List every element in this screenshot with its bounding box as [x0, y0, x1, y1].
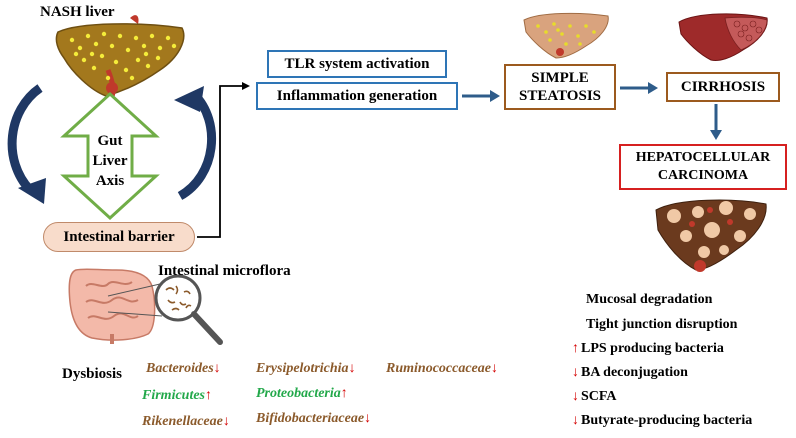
- hcc-liver-icon: [655, 199, 767, 272]
- intestinal-microflora-label: Intestinal microflora: [158, 263, 291, 279]
- dysbiosis-label: Dysbiosis: [62, 366, 123, 382]
- simple-steatosis-box: SIMPLE STEATOSIS: [504, 64, 616, 110]
- cirrhosis-box: CIRRHOSIS: [666, 72, 780, 102]
- hcc-label-line2: CARCINOMA: [657, 168, 749, 183]
- taxon-proteobacteria: Proteobacteria↑: [256, 386, 348, 402]
- steatosis-label-line2: STEATOSIS: [519, 88, 601, 104]
- cirrhosis-liver-icon: [678, 13, 768, 61]
- effect-butyrate-bacteria: ↓Butyrate-producing bacteria: [572, 413, 752, 429]
- hcc-label-line1: HEPATOCELLULAR: [635, 150, 771, 165]
- effect-arrow: ↓: [572, 365, 579, 380]
- effect-arrow: ↓: [572, 389, 579, 404]
- magnifying-glass-icon: [154, 274, 223, 345]
- inflammation-box: Inflammation generation: [256, 82, 458, 110]
- hcc-box: HEPATOCELLULAR CARCINOMA: [619, 144, 787, 190]
- taxon-name: Erysipelotrichia: [256, 361, 349, 376]
- taxon-firmicutes: Firmicutes↑: [142, 388, 212, 404]
- cycle-arrow-left: [7, 84, 46, 204]
- nash-liver-label: NASH liver: [40, 4, 115, 20]
- effect-mucosal-degradation: Mucosal degradation: [584, 292, 712, 308]
- taxon-erysipelotrichia: Erysipelotrichia↓: [256, 361, 356, 377]
- effect-text: LPS producing bacteria: [581, 341, 724, 356]
- effect-text: Butyrate-producing bacteria: [581, 413, 753, 428]
- axis-word-axis: Axis: [95, 173, 125, 189]
- nash-liver-icon: [55, 15, 185, 102]
- intestinal-barrier-pill: Intestinal barrier: [43, 222, 195, 252]
- taxon-name: Rikenellaceae: [142, 414, 223, 429]
- taxon-name: Ruminococcaceae: [386, 361, 491, 376]
- taxon-rikenellaceae: Rikenellaceae↓: [142, 414, 230, 430]
- gut-liver-axis-label: Gut Liver Axis: [90, 131, 130, 191]
- taxon-arrow: ↓: [364, 411, 372, 426]
- effect-ba-deconjugation: ↓BA deconjugation: [572, 365, 688, 381]
- taxon-arrow: ↓: [490, 361, 498, 376]
- tlr-activation-box: TLR system activation: [267, 50, 447, 78]
- taxon-name: Proteobacteria: [256, 386, 341, 401]
- gut-liver-axis-arrow: [60, 91, 160, 221]
- inflammation-label: Inflammation generation: [276, 87, 438, 104]
- taxon-arrow: ↑: [340, 386, 348, 401]
- intestine-icon: [68, 268, 156, 344]
- effect-arrow: ↓: [572, 413, 579, 428]
- effect-text: Mucosal degradation: [586, 292, 713, 307]
- effect-text: BA deconjugation: [581, 365, 688, 380]
- axis-word-gut: Gut: [97, 133, 123, 149]
- taxon-bifidobacteriaceae: Bifidobacteriaceae↓: [256, 411, 371, 427]
- effect-scfa: ↓SCFA: [572, 389, 617, 405]
- taxon-arrow: ↑: [205, 388, 213, 403]
- effect-text: SCFA: [581, 389, 617, 404]
- taxon-name: Firmicutes: [142, 388, 206, 403]
- effect-tight-junction: Tight junction disruption: [584, 317, 737, 333]
- axis-word-liver: Liver: [92, 153, 128, 169]
- effect-arrow: ↑: [572, 341, 579, 356]
- taxon-arrow: ↓: [213, 361, 221, 376]
- taxon-arrow: ↓: [348, 361, 356, 376]
- effect-text: Tight junction disruption: [586, 317, 738, 332]
- taxon-name: Bifidobacteriaceae: [256, 411, 365, 426]
- steatosis-liver-icon: [523, 12, 609, 59]
- tlr-activation-label: TLR system activation: [284, 55, 430, 72]
- intestinal-barrier-label: Intestinal barrier: [63, 228, 175, 245]
- cycle-arrow-right: [174, 86, 217, 200]
- taxon-bacteroides: Bacteroides↓: [146, 361, 221, 377]
- taxon-ruminococcaceae: Ruminococcaceae↓: [386, 361, 498, 377]
- taxon-name: Bacteroides: [146, 361, 214, 376]
- taxon-arrow: ↓: [222, 414, 230, 429]
- effect-lps-bacteria: ↑LPS producing bacteria: [572, 341, 724, 357]
- cirrhosis-label: CIRRHOSIS: [680, 78, 766, 95]
- steatosis-label-line1: SIMPLE: [531, 70, 589, 86]
